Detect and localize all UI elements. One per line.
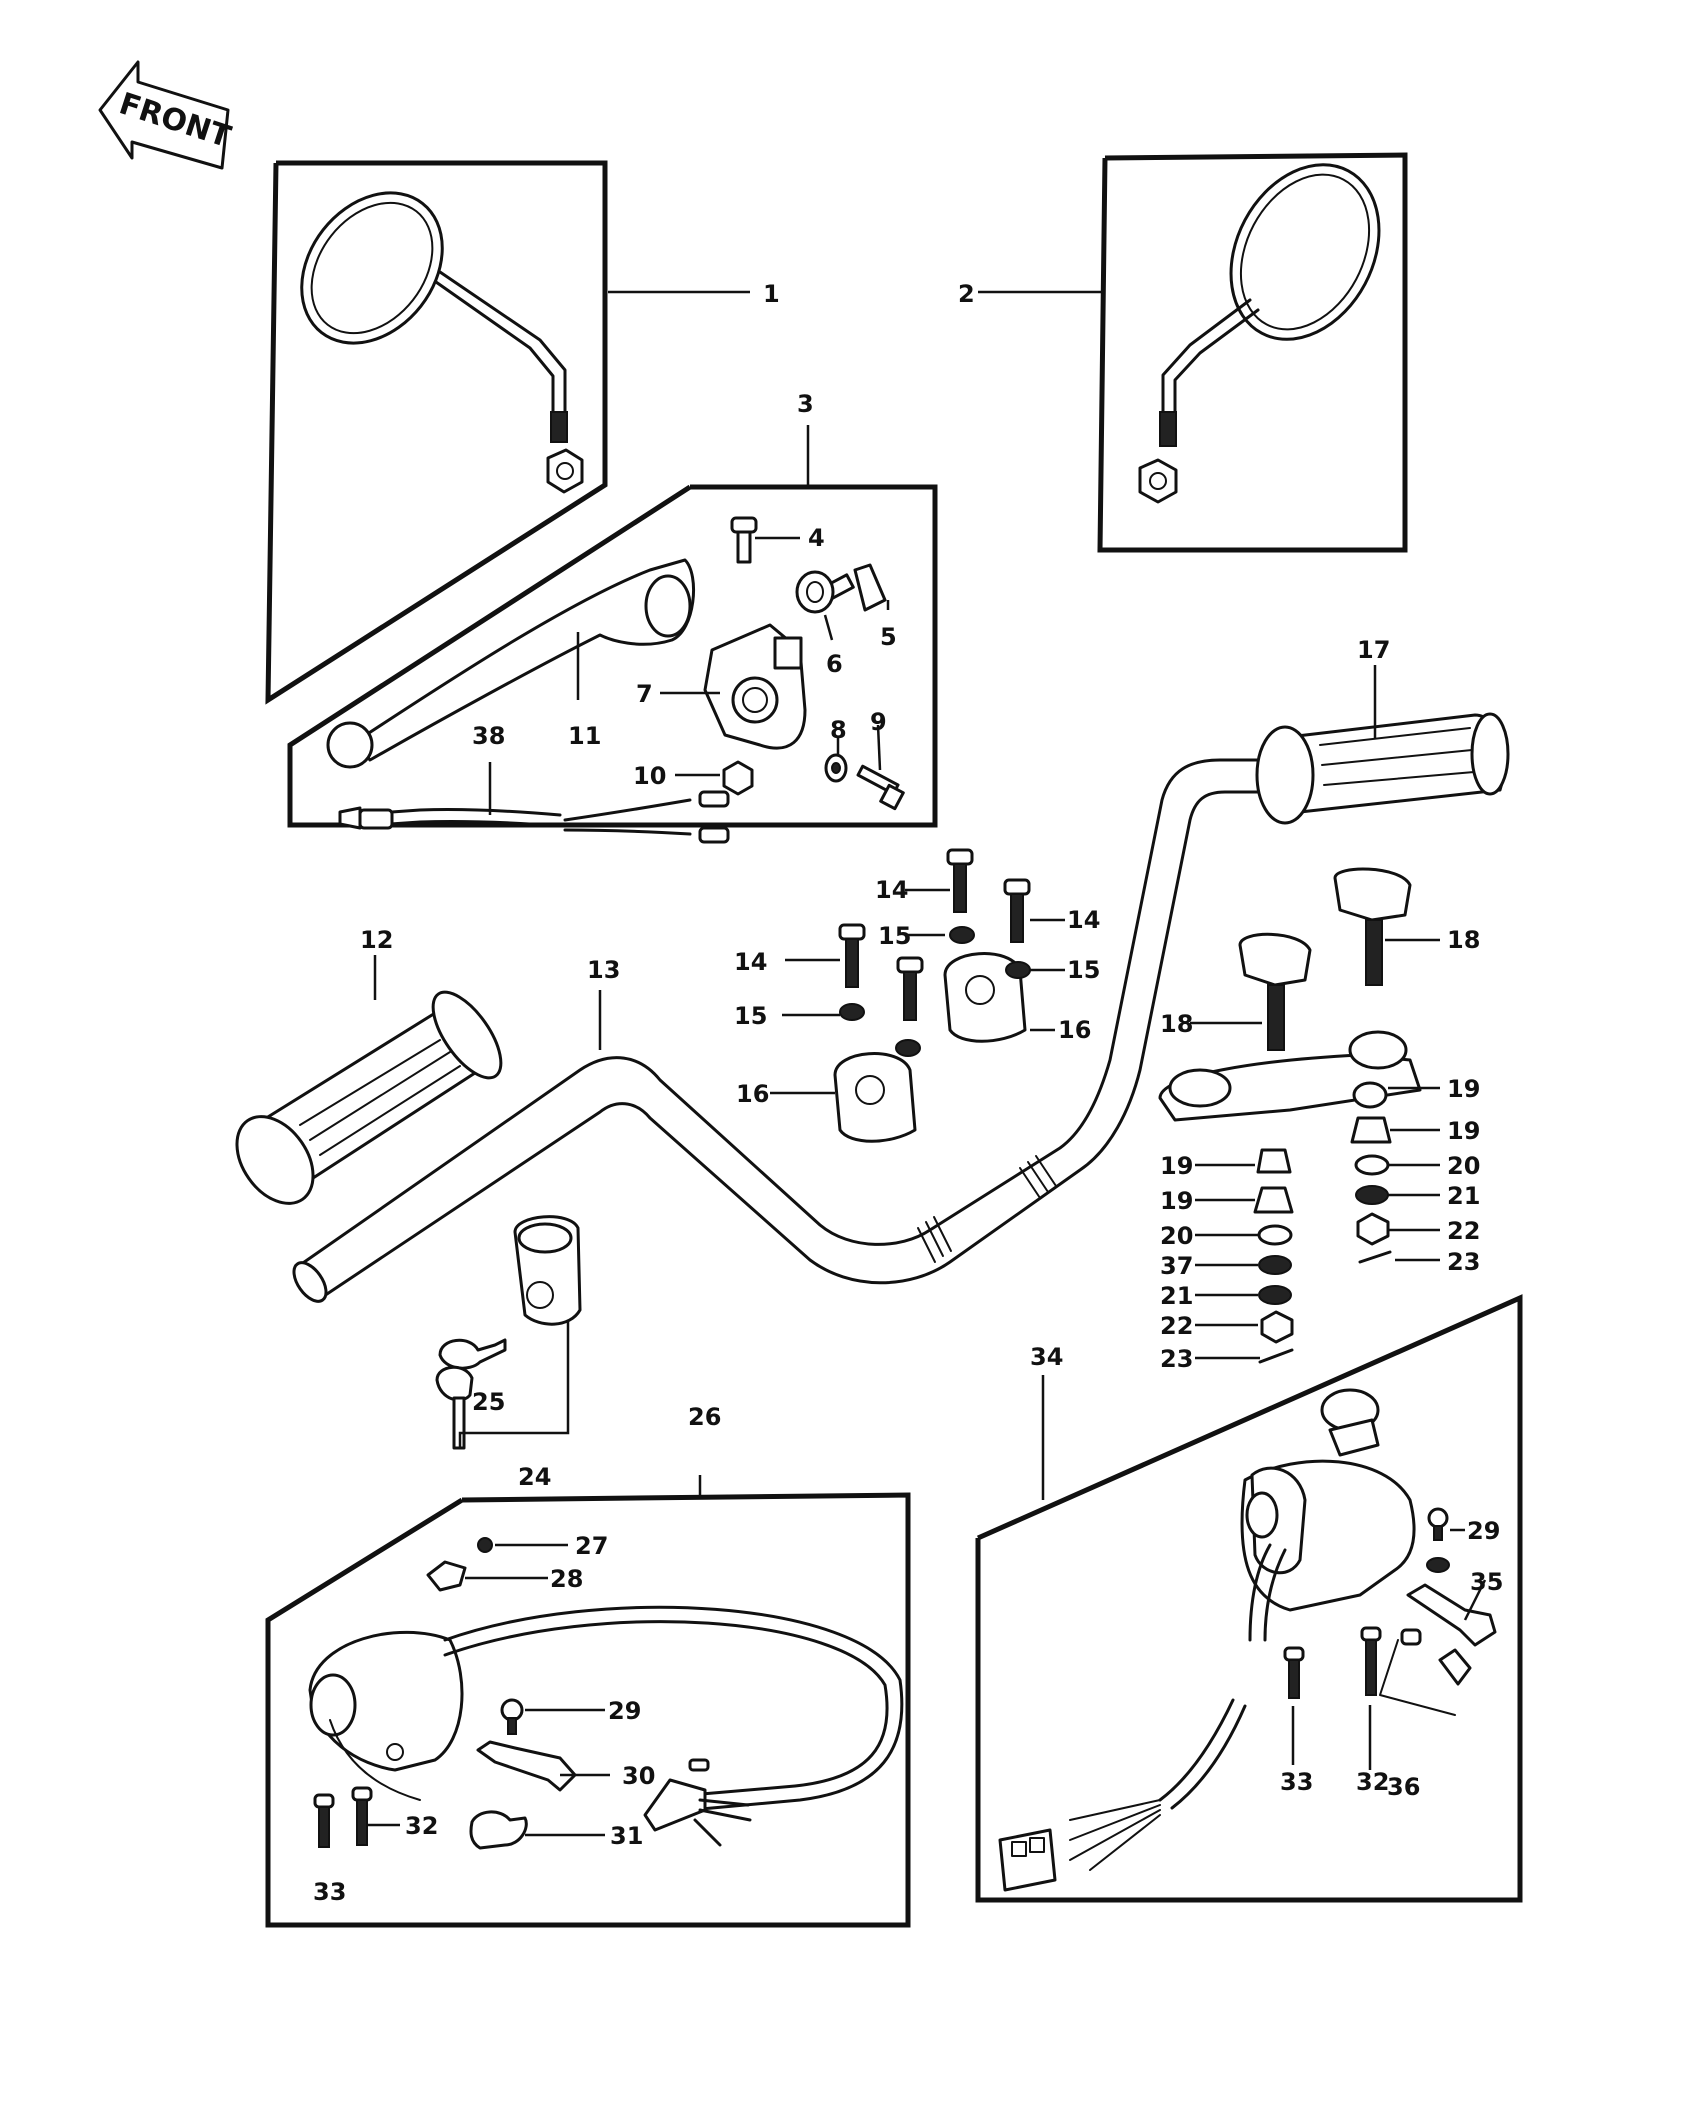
label-31: 31 xyxy=(610,1822,643,1850)
label-26: 26 xyxy=(688,1403,721,1431)
label-7: 7 xyxy=(636,680,653,708)
right-grip xyxy=(1255,712,1510,825)
label-18a: 18 xyxy=(1447,926,1480,954)
label-38: 38 xyxy=(472,722,505,750)
label-15a: 15 xyxy=(878,922,911,950)
label-24: 24 xyxy=(518,1463,551,1491)
label-19b: 19 xyxy=(1447,1117,1480,1145)
box-right-mirror xyxy=(1097,152,1408,553)
label-14b: 14 xyxy=(1067,906,1100,934)
label-29b: 29 xyxy=(1467,1517,1500,1545)
label-34: 34 xyxy=(1030,1343,1063,1371)
label-8: 8 xyxy=(830,716,847,744)
label-4: 4 xyxy=(808,524,825,552)
label-35: 35 xyxy=(1470,1568,1503,1596)
label-17: 17 xyxy=(1357,636,1390,664)
label-3: 3 xyxy=(797,390,814,418)
label-14c: 14 xyxy=(734,948,767,976)
left-grip xyxy=(235,990,503,1205)
label-22a: 22 xyxy=(1447,1217,1480,1245)
label-32b: 32 xyxy=(1356,1768,1389,1796)
label-33b: 33 xyxy=(1280,1768,1313,1796)
label-6: 6 xyxy=(826,650,843,678)
label-10: 10 xyxy=(633,762,666,790)
label-33a: 33 xyxy=(313,1878,346,1906)
label-15b: 15 xyxy=(1067,956,1100,984)
part-labels: 1 2 3 4 5 6 7 8 9 10 11 38 17 12 13 14 1… xyxy=(313,280,1503,1906)
label-1: 1 xyxy=(763,280,780,308)
label-19a: 19 xyxy=(1447,1075,1480,1103)
label-16a: 16 xyxy=(1058,1016,1091,1044)
label-21b: 21 xyxy=(1160,1282,1193,1310)
box-clutch-lever xyxy=(287,484,938,844)
label-23b: 23 xyxy=(1160,1345,1193,1373)
label-11: 11 xyxy=(568,722,601,750)
label-25: 25 xyxy=(472,1388,505,1416)
label-5: 5 xyxy=(880,623,897,651)
label-23a: 23 xyxy=(1447,1248,1480,1276)
label-36: 36 xyxy=(1387,1773,1420,1801)
label-15c: 15 xyxy=(734,1002,767,1030)
box-left-switch xyxy=(265,1492,911,1928)
label-22b: 22 xyxy=(1160,1312,1193,1340)
label-27: 27 xyxy=(575,1532,608,1560)
label-20a: 20 xyxy=(1447,1152,1480,1180)
box-right-switch xyxy=(975,1294,1523,1903)
leader-lines xyxy=(368,290,1487,1837)
label-2: 2 xyxy=(958,280,975,308)
label-19d: 19 xyxy=(1160,1187,1193,1215)
label-30: 30 xyxy=(622,1762,655,1790)
box-left-mirror xyxy=(265,160,608,705)
label-29a: 29 xyxy=(608,1697,641,1725)
label-16b: 16 xyxy=(736,1080,769,1108)
label-20b: 20 xyxy=(1160,1222,1193,1250)
label-13: 13 xyxy=(587,956,620,984)
label-28: 28 xyxy=(550,1565,583,1593)
handlebar-holders xyxy=(1158,867,1422,1364)
label-32a: 32 xyxy=(405,1812,438,1840)
front-arrow: FRONT xyxy=(98,60,235,170)
ignition-switch xyxy=(435,1215,582,1450)
label-9: 9 xyxy=(870,708,887,736)
label-19c: 19 xyxy=(1160,1152,1193,1180)
label-12: 12 xyxy=(360,926,393,954)
label-14a: 14 xyxy=(875,876,908,904)
handlebar-clamps xyxy=(833,848,1031,1143)
label-18b: 18 xyxy=(1160,1010,1193,1038)
label-37: 37 xyxy=(1160,1252,1193,1280)
label-21a: 21 xyxy=(1447,1182,1480,1210)
